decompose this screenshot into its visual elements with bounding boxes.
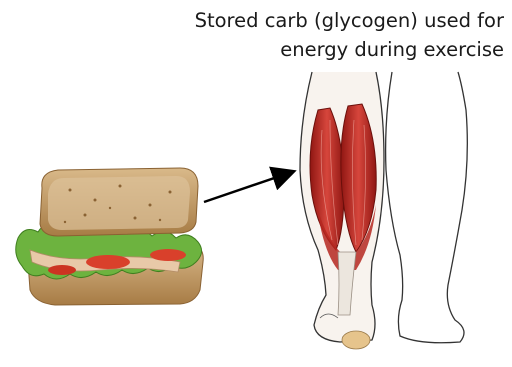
sandwich-image: [16, 168, 203, 305]
arrow: [204, 172, 292, 202]
calf-muscle-image: [300, 72, 467, 349]
